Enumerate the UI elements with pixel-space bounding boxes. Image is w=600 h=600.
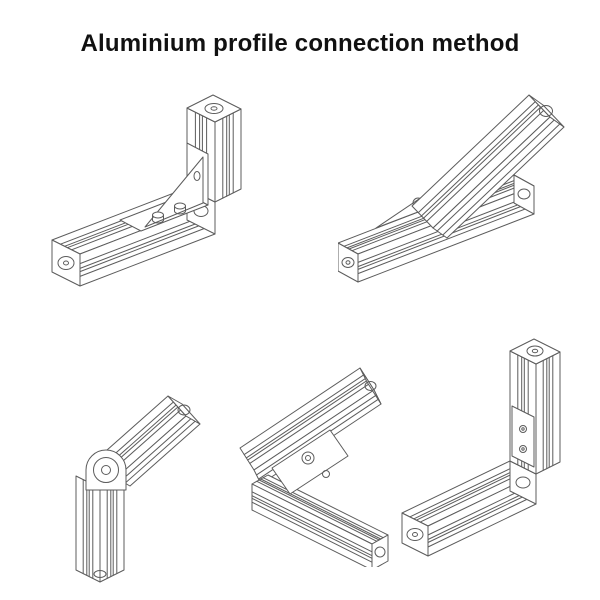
vertical-profile: [75, 475, 125, 583]
joining-plate: [511, 405, 535, 468]
page-title: Aluminium profile connection method: [80, 30, 520, 57]
acute-angle-drawing: [239, 367, 389, 567]
angle-bracket: [271, 429, 349, 495]
hinge-joint: [85, 449, 127, 491]
inclined-bracket-drawing: [338, 94, 565, 283]
figure-corner-bracket: [50, 84, 290, 304]
lower-profile: [251, 474, 389, 567]
horizontal-profile: [401, 460, 537, 557]
figure-inclined-bracket: [338, 86, 578, 296]
bolt-icon: [174, 202, 186, 215]
gusset-bracket: [119, 142, 209, 232]
figure-acute-angle-bracket: [222, 352, 407, 567]
pivot-hinge-drawing: [75, 395, 201, 583]
figure-corner-plate: [398, 336, 593, 561]
figure-pivot-hinge: [38, 338, 208, 588]
bolt-icon: [152, 211, 164, 224]
inclined-profile: [411, 94, 565, 239]
corner-bracket-drawing: [51, 94, 242, 287]
corner-plate-drawing: [401, 338, 561, 557]
